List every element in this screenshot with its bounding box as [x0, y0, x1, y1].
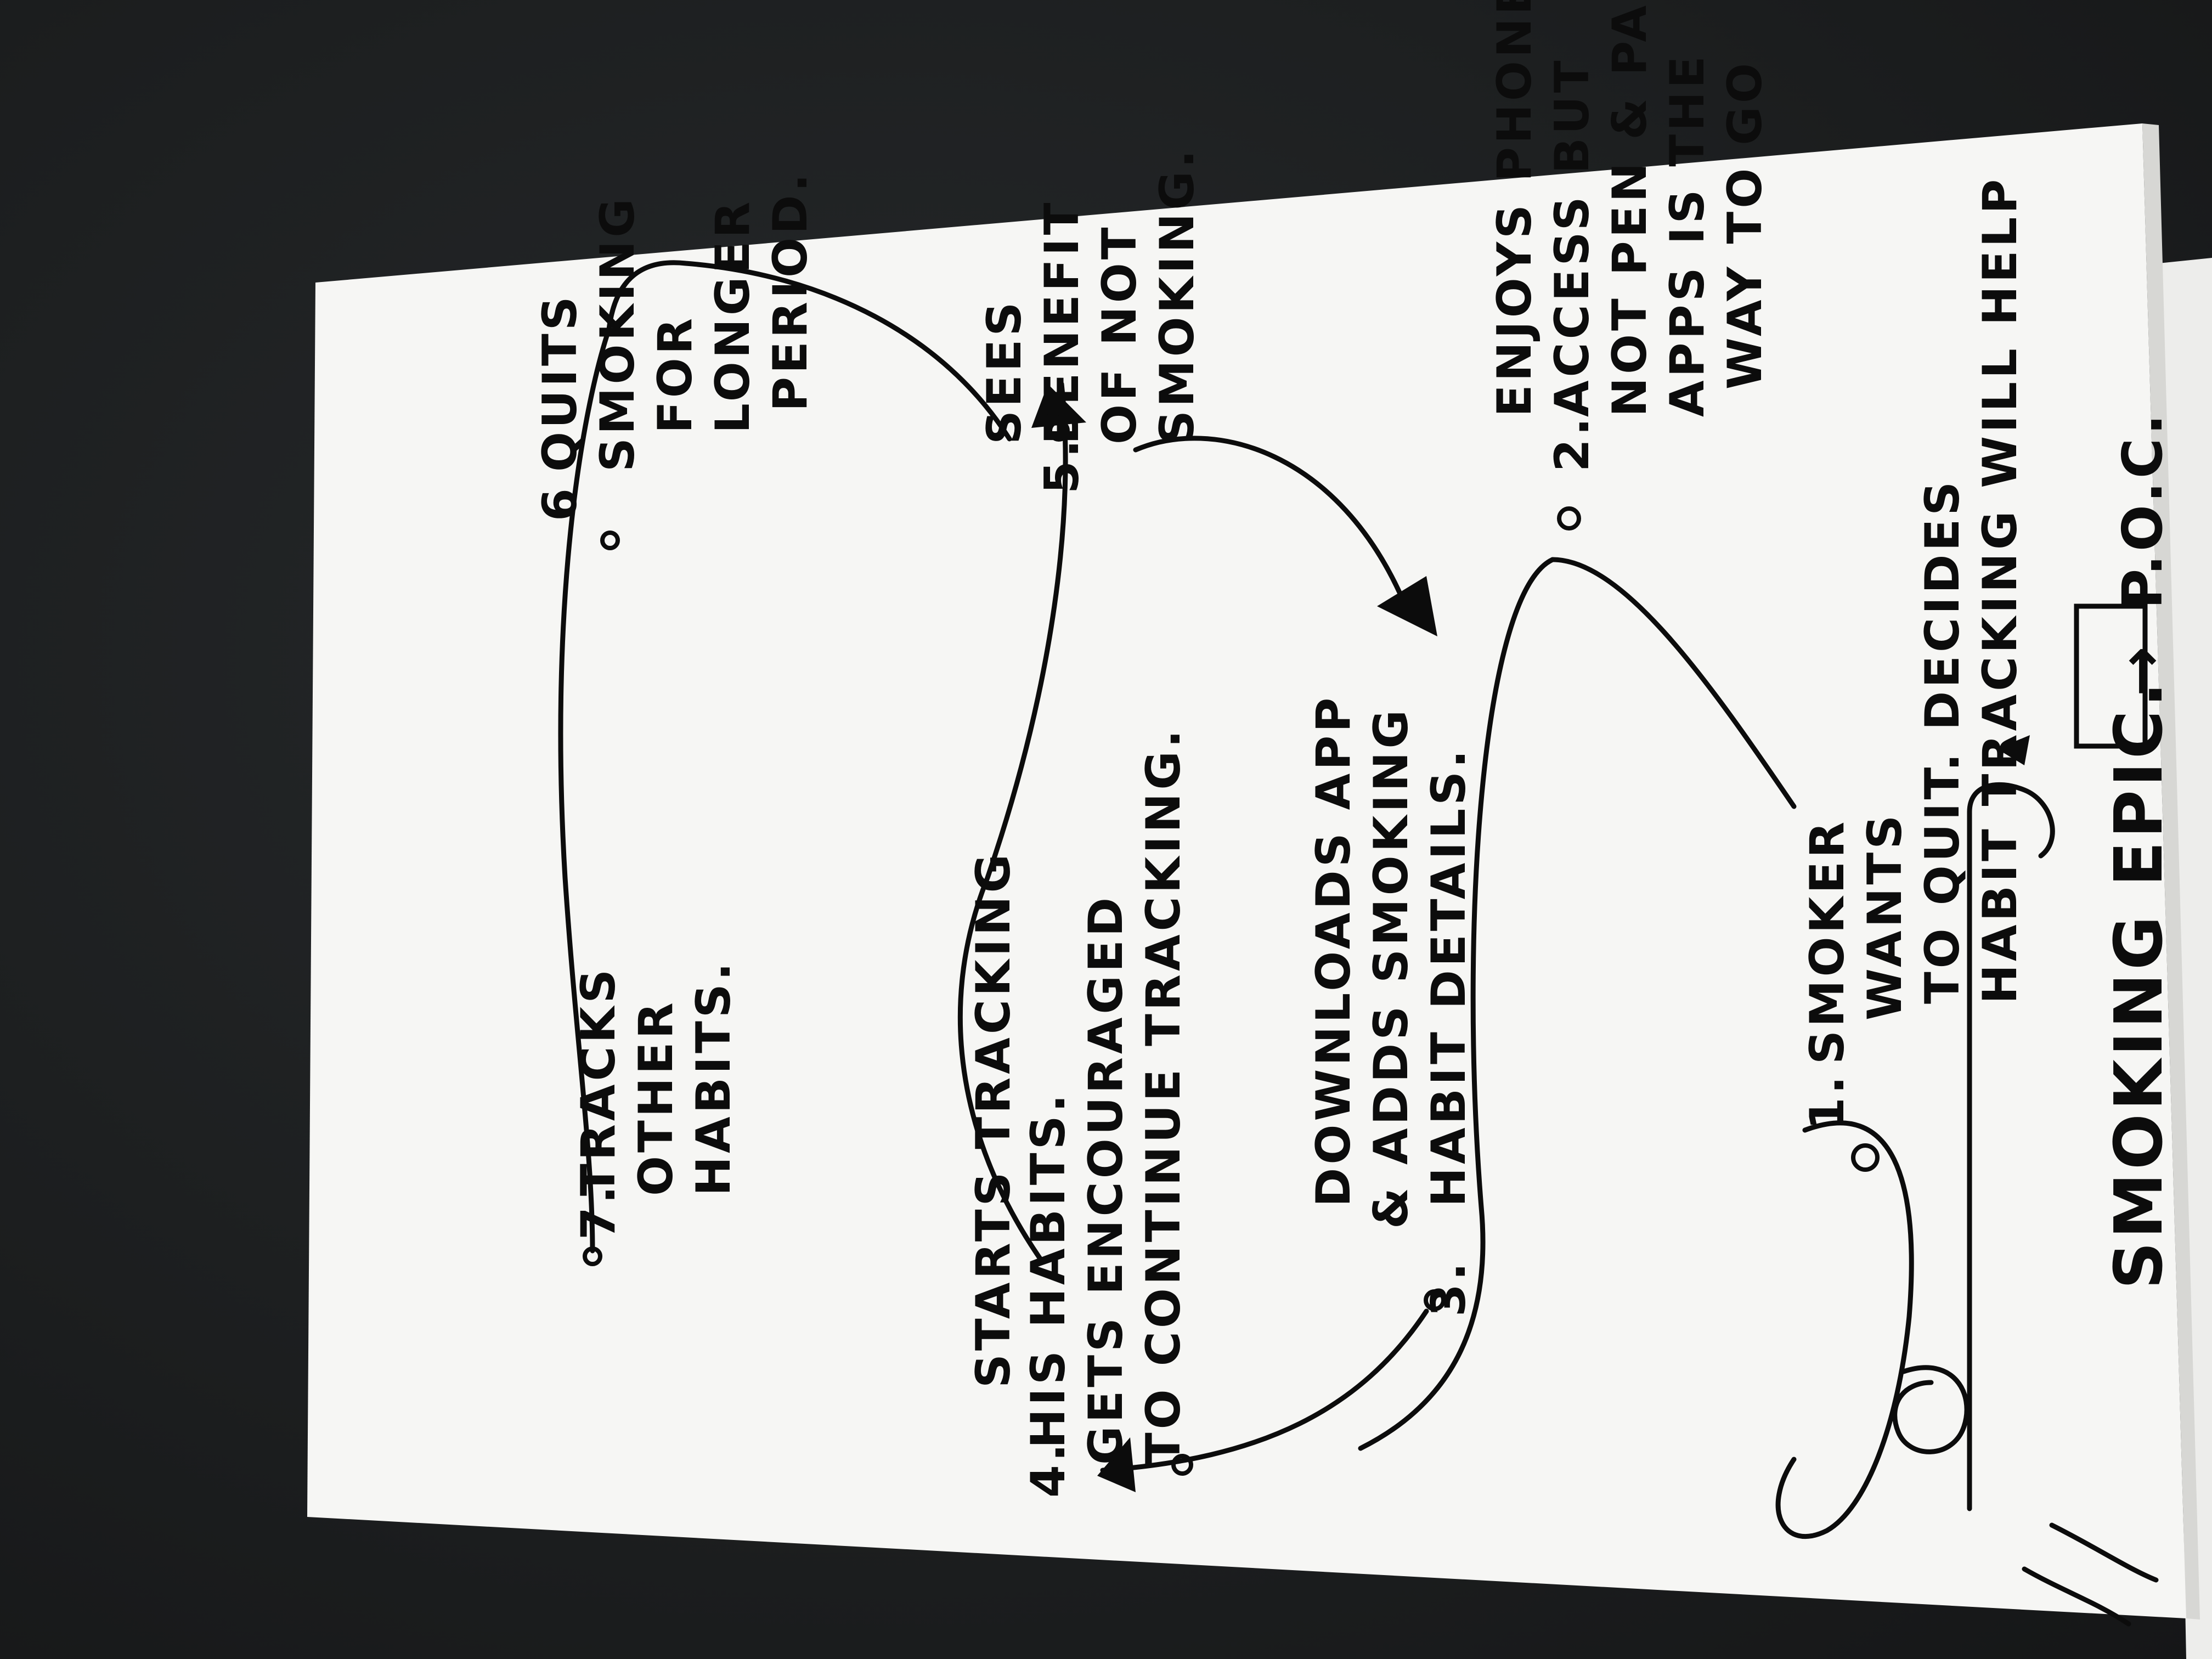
handwritten-line: HABITS.: [686, 960, 741, 1196]
curve-6-to-7: [558, 326, 612, 1254]
handwritten-line: & ADDS SMOKING: [1364, 707, 1419, 1229]
handwritten-line: HABIT TRACKING WILL HELP: [1973, 176, 2028, 1004]
handwritten-line: QUITS: [533, 293, 588, 472]
step-4-text: STARTS TRACKING 4. HIS HABITS. GETS ENCO…: [966, 727, 1191, 1498]
step-7-num: 7.: [571, 1182, 626, 1240]
handwritten-line: NOT PEN & PAPER: [1602, 0, 1657, 417]
poc-box: [2074, 603, 2148, 749]
step-4-num: 4.: [1021, 1440, 1076, 1498]
epic-label: SMOKING EPIC. → P.O.C.: [2101, 411, 2177, 1289]
handwritten-line: OF NOT: [1092, 224, 1147, 444]
step-2-text: ENJOYS PHONE 2. ACCESS BUT NOT PEN & PAP…: [1487, 0, 1773, 472]
marker-step-5: [1048, 420, 1070, 442]
curve-1-to-2: [1550, 557, 1797, 809]
curve-2-to-3: [1358, 557, 1555, 1451]
marker-step-6: [600, 531, 620, 550]
curve-5-to-6: [606, 260, 1012, 442]
handwritten-line: ACCESS BUT: [1545, 57, 1600, 417]
step-1-text: 1. SMOKER WANTS TO QUIT. DECIDES HABIT T…: [1800, 176, 2028, 1130]
handwritten-line: BENEFIT: [1035, 200, 1090, 444]
handwritten-line: DOWNLOADS APP: [1306, 695, 1361, 1207]
handwritten-line: STARTS TRACKING: [966, 851, 1021, 1388]
handwritten-line: SMOKER: [1800, 819, 1855, 1064]
figure-head: [1892, 1365, 1970, 1454]
curve-5-to-3: [1133, 436, 1407, 606]
step-1-num: 1.: [1800, 1073, 1855, 1130]
arrowhead-epic-to-poc: [1997, 735, 2030, 765]
handwritten-line: SMOKING.: [1150, 147, 1205, 445]
handwritten-line: LONGER: [706, 199, 760, 433]
handwritten-line: PERIOD.: [763, 171, 818, 411]
step-6-text: 6 QUITS SMOKING FOR LONGER PERIOD.: [533, 171, 818, 521]
poc-text: P.O.C.: [2111, 411, 2175, 609]
epic-text: SMOKING EPIC.: [2101, 679, 2177, 1289]
handwritten-line: TO QUIT. DECIDES: [1915, 478, 1970, 1004]
handwritten-line: TRACKS: [571, 966, 626, 1196]
marker-step-7: [583, 1246, 602, 1266]
step-5-num: 5.: [1035, 436, 1090, 494]
handwritten-line: HABIT DETAILS.: [1421, 747, 1476, 1207]
handwritten-line: GETS ENCOURAGED: [1079, 894, 1133, 1465]
handwritten-line: HIS HABITS.: [1021, 1091, 1076, 1448]
handwritten-line: APPS IS THE: [1660, 53, 1715, 417]
handwritten-line: WANTS: [1858, 812, 1912, 1020]
marker-step-2: [1557, 506, 1581, 531]
main-paper-sheet: [307, 123, 2186, 1618]
marker-step-3: [1424, 1289, 1446, 1311]
marker-step-4: [1171, 1454, 1193, 1476]
step-7-text: 7. TRACKS OTHER HABITS.: [571, 960, 741, 1240]
handwritten-line: SMOKING: [590, 195, 645, 472]
arrowhead-to-4: [1097, 1437, 1136, 1492]
handwritten-line: WAY TO GO: [1718, 60, 1773, 390]
epic-arrow: →: [2106, 643, 2176, 697]
curve-4-to-5: [957, 381, 1068, 1265]
handwritten-line: FOR: [648, 315, 703, 433]
curve-3-to-4: [1100, 1308, 1429, 1473]
handwritten-line: OTHER: [629, 999, 684, 1196]
epic-bubble: [1967, 782, 2055, 1511]
figure-legs: [2022, 1522, 2159, 1627]
step-6-num: 6: [533, 485, 588, 521]
arrowhead-to-5: [1031, 384, 1086, 428]
paper-shadow-edge: [2142, 123, 2200, 1620]
handwritten-line: ENJOYS PHONE: [1487, 0, 1542, 417]
step-5-text: SEES 5. BENEFIT OF NOT SMOKING.: [977, 147, 1205, 494]
handwritten-line: TO CONTINUE TRACKING.: [1136, 727, 1191, 1465]
handwritten-line: SEES: [977, 299, 1032, 444]
step-2-num: 2.: [1545, 414, 1600, 472]
step-3-num: 3.: [1421, 1259, 1476, 1317]
step-3-text: DOWNLOADS APP & ADDS SMOKING 3. HABIT DE…: [1306, 695, 1476, 1317]
arrowhead-to-3: [1377, 576, 1437, 636]
second-paper-sheet: [2159, 258, 2212, 1659]
marker-step-1: [1851, 1143, 1880, 1172]
